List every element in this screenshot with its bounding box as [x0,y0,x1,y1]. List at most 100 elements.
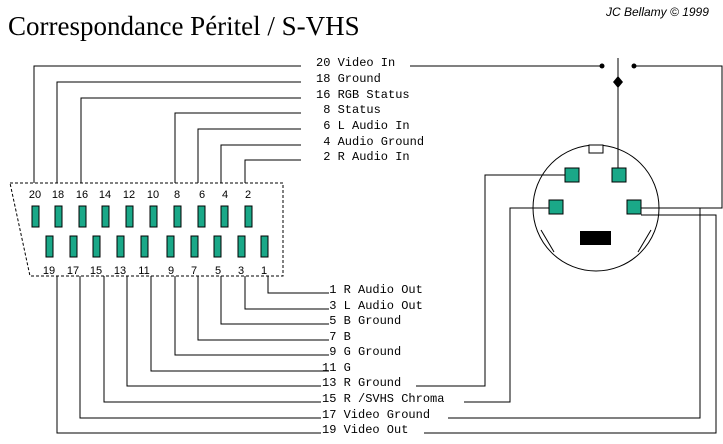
wire-pin-18 [56,81,301,183]
pin-number-9: 9 [168,265,174,277]
scart-pin-19 [45,235,54,258]
svhs-pin-top-right [611,167,627,183]
diagram-title: Correspondance Péritel / S-VHS [8,11,360,41]
scart-pin-1 [260,235,269,258]
wire-chroma-to-svhs [464,207,549,403]
pin-number-20: 20 [29,189,41,201]
label-pin-13: 13 R Ground [322,376,401,390]
pin-number-17: 17 [67,265,79,277]
scart-pin-2 [244,205,253,228]
wire-pin-20 [33,65,301,183]
pin-number-11: 11 [138,265,149,277]
scart-pin-18 [54,205,63,228]
scart-pin-8 [173,205,182,228]
pin-number-19: 19 [43,265,55,277]
wire-pin-19 [56,276,321,434]
pin-number-10: 10 [147,189,159,201]
scart-pin-5 [213,235,222,258]
scart-pin-10 [149,205,158,228]
scart-pin-20 [31,205,40,228]
wire-pin-16 [80,97,301,183]
top-wires [33,65,301,183]
scart-pin-17 [69,235,78,258]
wire-pin-13 [126,276,321,387]
label-pin-6: 6 L Audio In [316,119,410,133]
svhs-center-key [580,231,611,245]
scart-pin-11 [140,235,149,258]
label-pin-18: 18 Ground [316,72,381,86]
wire-pin-9 [174,276,329,356]
scart-top-pin-numbers: 20 18 16 14 12 10 8 6 4 2 [29,189,251,201]
pin-number-15: 15 [90,265,102,277]
svhs-pin-top-left [564,167,580,183]
wire-pin-7 [197,276,329,341]
label-pin-15: 15 R /SVHS Chroma [322,392,444,406]
svhs-connector [532,144,660,272]
pin-number-13: 13 [114,265,126,277]
wire-pin-15 [103,276,321,403]
label-pin-4: 4 Audio Ground [316,135,424,149]
scart-pin-7 [190,235,199,258]
switch-pivot [613,76,623,88]
svhs-guide-left [540,229,555,253]
bottom-pin-labels: 1 R Audio Out 3 L Audio Out 5 B Ground 7… [322,283,444,437]
pin-number-3: 3 [238,265,244,277]
scart-pin-14 [101,205,110,228]
label-pin-19: 19 Video Out [322,423,408,437]
scart-pin-4 [220,205,229,228]
wire-pin-5 [220,276,329,325]
bottom-wires [56,276,329,434]
top-pin-labels: 20 Video In 18 Ground 16 RGB Status 8 St… [316,56,424,164]
label-pin-3: 3 L Audio Out [322,299,423,313]
wire-pin-6 [197,128,301,183]
pin-number-16: 16 [76,189,88,201]
wire-pin-1 [267,276,329,294]
wire-video-out-to-svhs [424,214,717,434]
label-pin-5: 5 B Ground [322,314,401,328]
wire-pin-2 [244,159,301,183]
pin-number-6: 6 [199,189,205,201]
label-pin-17: 17 Video Ground [322,408,430,422]
pin-number-12: 12 [123,189,135,201]
wire-pin-8 [174,112,301,183]
switch-contact-left [599,63,605,69]
wire-r-ground-to-svhs [416,174,565,387]
pin-number-8: 8 [174,189,180,201]
scart-pin-9 [166,235,175,258]
svhs-pin-bottom-right [626,199,642,215]
pin-number-18: 18 [52,189,64,201]
scart-connector-outline [9,182,284,277]
scart-pin-15 [92,235,101,258]
label-pin-2: 2 R Audio In [316,150,410,164]
svhs-wires [410,58,723,434]
scart-bottom-pin-numbers: 19 17 15 13 11 9 7 5 3 1 [43,265,267,277]
switch-contact-right [631,63,637,69]
pin-number-14: 14 [99,189,111,201]
svhs-pin-bottom-left [548,199,564,215]
pin-number-5: 5 [215,265,221,277]
scart-top-pins [31,205,253,228]
pin-number-1: 1 [261,265,267,277]
wire-pin-11 [150,276,329,372]
scart-pin-12 [125,205,134,228]
svhs-guide-right [637,229,652,253]
pin-number-7: 7 [191,265,197,277]
label-pin-8: 8 Status [316,103,381,117]
label-pin-16: 16 RGB Status [316,88,410,102]
label-pin-11: 11 G [322,361,351,375]
author-credit: JC Bellamy © 1999 [605,5,709,19]
pin-number-2: 2 [245,189,251,201]
wire-video-ground-to-svhs [448,207,701,419]
scart-pin-16 [78,205,87,228]
wire-pin-4 [220,144,301,183]
wire-pin-17 [79,276,321,419]
label-pin-9: 9 G Ground [322,345,401,359]
scart-bottom-pins [45,235,269,258]
svhs-notch [588,144,604,154]
wire-pin-3 [244,276,329,310]
label-pin-1: 1 R Audio Out [322,283,423,297]
label-pin-7: 7 B [322,330,351,344]
label-pin-20: 20 Video In [316,56,395,70]
scart-pin-6 [197,205,206,228]
